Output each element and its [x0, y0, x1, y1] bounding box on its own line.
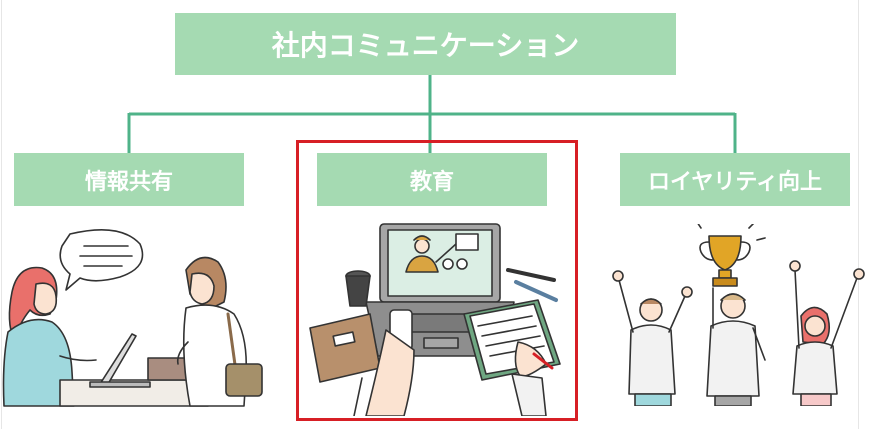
root-node-label: 社内コミュニケーション: [271, 29, 580, 62]
child-node-loyalty: ロイヤリティ向上: [620, 153, 850, 206]
two-coworkers-talking-illustration: [2, 228, 263, 407]
celebrating-team-with-trophy-illustration: [612, 224, 865, 406]
child-node-label: 情報共有: [84, 169, 173, 195]
highlight-frame: [296, 140, 578, 421]
frame-right-line: [858, 0, 859, 429]
frame-left-line: [1, 0, 2, 429]
child-node-label: ロイヤリティ向上: [647, 169, 823, 195]
child-node-education: 教育: [317, 153, 547, 206]
root-node: 社内コミュニケーション: [175, 13, 676, 75]
child-node-label: 教育: [409, 169, 454, 195]
child-node-info-sharing: 情報共有: [14, 153, 244, 206]
online-learning-desk-illustration: [309, 223, 561, 416]
